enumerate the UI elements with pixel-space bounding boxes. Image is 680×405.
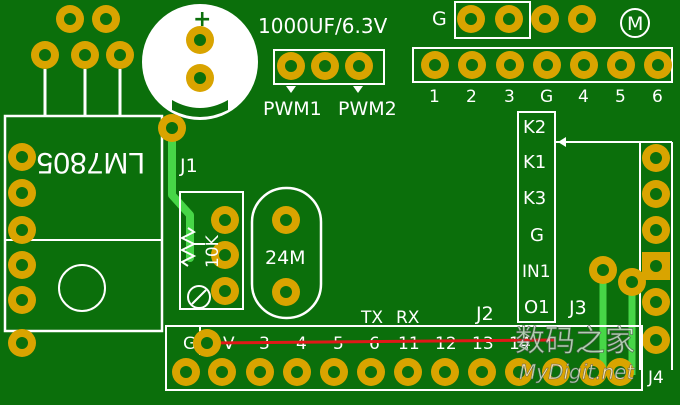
red-trace bbox=[204, 338, 556, 345]
conn-label-k2: K2 bbox=[523, 117, 546, 138]
j1-label: J1 bbox=[179, 155, 198, 177]
header-pin-4: 4 bbox=[578, 87, 589, 107]
tx-label: TX bbox=[360, 308, 383, 328]
bottom-header: G V 3 4 5 6 11 12 13 14 TX RX J2 bbox=[165, 303, 643, 391]
crystal-label: 24M bbox=[265, 247, 306, 269]
bottom-label-12: 12 bbox=[435, 334, 457, 354]
header-pin-3: 3 bbox=[504, 87, 515, 107]
conn-label-g: G bbox=[530, 225, 544, 246]
bottom-label-g: G bbox=[183, 334, 196, 354]
header-gnd-label: G bbox=[432, 8, 447, 30]
pot-label: 10K bbox=[203, 234, 223, 268]
watermark: 数码之家 MyDigit.net bbox=[515, 324, 636, 385]
conn-label-in1: IN1 bbox=[522, 262, 551, 282]
potentiometer: 10K bbox=[179, 191, 244, 310]
j3-label: J3 bbox=[568, 297, 587, 319]
capacitor-label: 1000UF/6.3V bbox=[258, 14, 388, 38]
header-pin-g: G bbox=[540, 87, 553, 107]
rx-label: RX bbox=[396, 308, 420, 328]
top-header: G M 1 2 3 G 4 5 6 bbox=[412, 1, 673, 107]
bottom-label-11: 11 bbox=[398, 334, 420, 354]
conn-label-o1: O1 bbox=[524, 297, 550, 318]
header-pin-2: 2 bbox=[466, 87, 477, 107]
right-connector: K2 K1 K3 G IN1 O1 J3 bbox=[517, 111, 673, 370]
regulator-label: LM7805 bbox=[37, 146, 145, 179]
crystal-24m: 24M bbox=[250, 186, 323, 320]
header-pin-1: 1 bbox=[429, 87, 440, 107]
j2-label: J2 bbox=[475, 303, 494, 325]
conn-label-k1: K1 bbox=[523, 152, 546, 173]
j4-label: J4 bbox=[647, 368, 664, 388]
bottom-label-13: 13 bbox=[472, 334, 494, 354]
bottom-label-3: 3 bbox=[259, 334, 270, 354]
watermark-url: MyDigit.net bbox=[519, 360, 635, 384]
motor-symbol: M bbox=[627, 13, 643, 35]
pwm2-label: PWM2 bbox=[338, 98, 397, 120]
header-pin-6: 6 bbox=[652, 87, 663, 107]
watermark-chinese: 数码之家 bbox=[515, 324, 635, 359]
capacitor: + bbox=[142, 4, 258, 120]
capacitor-polarity: + bbox=[193, 7, 211, 32]
header-pin-5: 5 bbox=[615, 87, 626, 107]
conn-label-k3: K3 bbox=[523, 188, 546, 209]
bottom-label-6: 6 bbox=[369, 334, 380, 354]
bottom-label-5: 5 bbox=[333, 334, 344, 354]
pwm-header bbox=[273, 49, 385, 93]
bottom-label-4: 4 bbox=[296, 334, 307, 354]
pwm1-label: PWM1 bbox=[263, 98, 322, 120]
regulator-lm7805: LM7805 bbox=[3, 69, 164, 333]
